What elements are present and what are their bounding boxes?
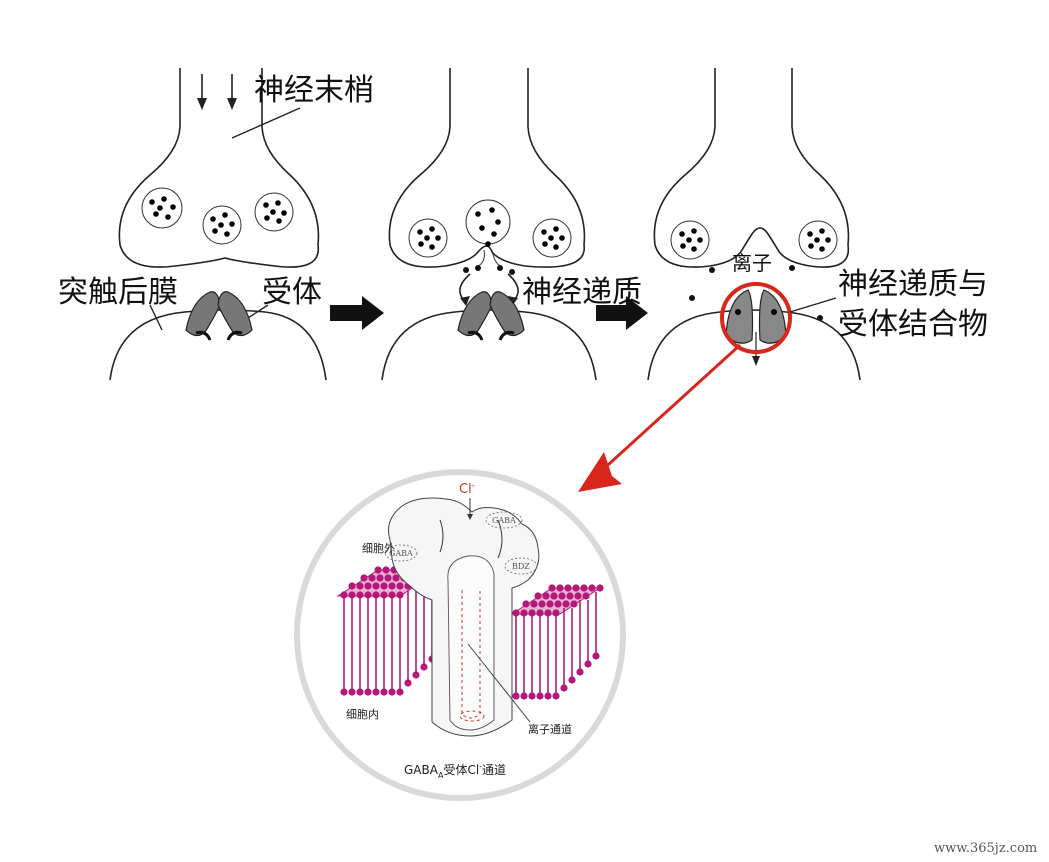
postsynaptic-membrane [381,309,597,381]
leader-line [247,304,269,319]
highlight-circle [720,282,792,354]
leader-line [231,107,301,139]
step-arrow [596,296,648,330]
label-receptor: 受体 [262,275,322,310]
nerve-terminal-outline [118,68,320,268]
tag-gaba-right: GABA [492,516,516,525]
postsynaptic-membrane [647,309,861,381]
lipid-bilayer-right [510,584,604,700]
tag-bdz: BDZ [512,562,530,571]
vesicle [254,192,294,232]
nerve-terminal-outline [653,68,850,268]
leader-line [149,304,163,331]
impulse-arrow [227,74,237,110]
vesicle-fusing [465,199,511,247]
receptor [457,291,525,341]
impulse-arrow [197,74,207,110]
label-ion-channel: 离子通道 [528,722,572,736]
label-chloride: Cl- [459,481,475,497]
step-arrow [330,296,384,330]
neurotransmitter-molecule [463,265,515,275]
tag-gaba-left: GABA [389,549,413,558]
label-neurotransmitter: 神经递质 [522,275,642,310]
label-ion: 离子 [732,251,772,275]
postsynaptic-membrane [109,309,327,381]
vesicle [670,220,710,260]
vesicle [202,205,242,245]
vesicle [408,218,448,258]
vesicle [141,187,183,229]
nerve-terminal-outline [388,68,586,268]
vesicle [798,220,838,260]
label-complex-line1: 神经递质与 [838,267,988,302]
receptor [185,291,253,341]
receptor-open-channel [725,289,787,366]
label-extracellular: 细胞外 [362,542,395,555]
vesicle [532,218,572,258]
label-postsynaptic-membrane: 突触后膜 [58,275,178,310]
label-intracellular: 细胞内 [346,707,379,721]
detail-zoom: GABA GABA BDZ Cl- 细胞外 细胞内 离子通道 GABAA受体Cl… [294,469,626,801]
watermark: www.365jz.com [934,841,1037,856]
label-nerve-ending: 神经末梢 [254,73,374,108]
neurotransmitter-molecule [689,265,823,321]
stage-3-binding: 离子 神经递质与 受体结合物 [647,68,988,381]
stage-1-resting: 神经末梢 突触后膜 受体 [58,68,374,381]
leader-line [789,297,837,313]
caption: GABAA受体Cl-通道 [404,762,506,780]
stage-2-release: 神经递质 [381,68,642,381]
gabaa-receptor-protein: GABA GABA BDZ [384,497,540,737]
pointer-arrow [578,343,742,492]
label-complex-line2: 受体结合物 [838,307,988,342]
